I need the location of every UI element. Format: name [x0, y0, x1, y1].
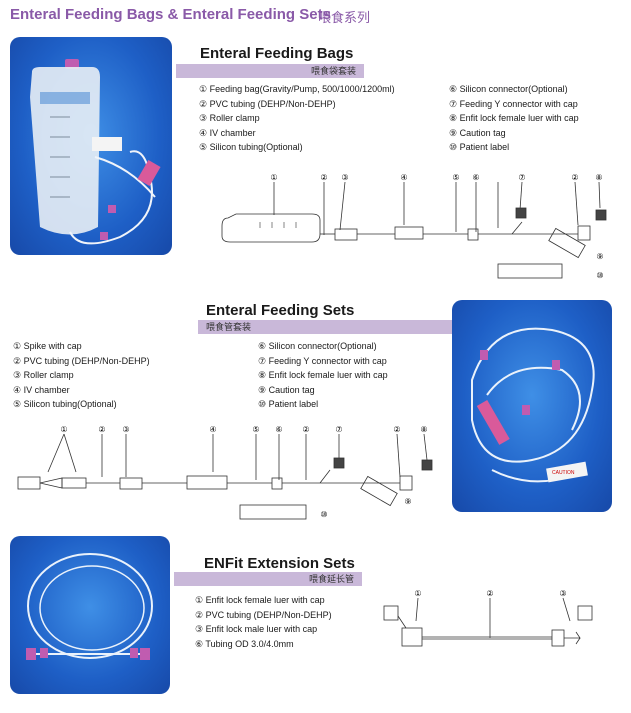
callout-number: ②	[98, 425, 105, 434]
legend-item: ⑥ Silicon connector(Optional)	[258, 341, 377, 351]
sets-legend-right: ⑥ Silicon connector(Optional) ⑦ Feeding …	[258, 339, 388, 412]
legend-item: ④ IV chamber	[199, 127, 256, 138]
legend-item: ③ Roller clamp	[13, 370, 74, 380]
callout-number: ⑤	[452, 173, 459, 182]
feeding-bag-illustration	[30, 59, 161, 245]
legend-item: ⑤ Silicon tubing(Optional)	[13, 399, 117, 409]
legend-item: ⑩ Patient label	[449, 142, 510, 152]
ext-subtitle-bar: 喂食延长管	[174, 572, 362, 586]
callout-number: ②	[571, 173, 578, 182]
legend-item: ⑥ Tubing OD 3.0/4.0mm	[195, 638, 294, 649]
callout-number: ③	[341, 173, 348, 182]
legend-item: ① Feeding bag(Gravity/Pump, 500/1000/120…	[199, 84, 395, 94]
sets-title: Enteral Feeding Sets	[206, 302, 355, 319]
feeding-bag-photo	[10, 37, 172, 255]
sets-legend-left: ① Spike with cap ② PVC tubing (DEHP/Non-…	[13, 339, 150, 412]
legend-item: ⑨ Caution tag	[449, 127, 506, 138]
legend-item: ② PVC tubing (DEHP/Non-DEHP)	[13, 355, 150, 366]
callout-number: ②	[320, 173, 327, 182]
callout-number: ①	[60, 425, 67, 434]
callout-number: ⑨	[596, 252, 603, 261]
callout-number: ⑩	[596, 271, 603, 280]
legend-item: ③ Roller clamp	[199, 113, 260, 123]
callout-number: ②	[393, 425, 400, 434]
callout-number: ④	[400, 173, 407, 182]
callout-number: ⑦	[335, 425, 342, 434]
callout-number: ②	[486, 589, 493, 598]
feeding-set-illustration: CAUTION	[471, 327, 595, 483]
legend-item: ③ Enfit lock male luer with cap	[195, 624, 318, 634]
sets-subtitle-bar: 喂食管套装	[198, 320, 464, 334]
legend-item: ② PVC tubing (DEHP/Non-DEHP)	[195, 609, 332, 620]
callout-number: ⑤	[252, 425, 259, 434]
bags-diagram: ① ② ③ ④ ⑤ ⑥ ⑦ ② ⑧ ⑨ ⑩	[221, 173, 607, 280]
callout-number: ④	[209, 425, 216, 434]
page-title-cn: 喂食系列	[318, 10, 371, 25]
bags-subtitle-bar: 喂食袋套装	[176, 64, 364, 78]
sets-diagram: ① ② ③ ④ ⑤ ⑥ ② ⑦ ② ⑧ ⑨ ⑩	[17, 425, 433, 520]
legend-item: ⑦ Feeding Y connector with cap	[449, 98, 578, 109]
legend-item: ① Enfit lock female luer with cap	[195, 595, 325, 605]
callout-number: ⑧	[595, 173, 602, 182]
extension-set-photo	[10, 536, 170, 694]
callout-number: ⑥	[472, 173, 479, 182]
legend-item: ⑧ Enfit lock female luer with cap	[449, 113, 579, 123]
legend-item: ④ IV chamber	[13, 384, 70, 395]
legend-item: ② PVC tubing (DEHP/Non-DEHP)	[199, 98, 336, 109]
callout-number: ③	[122, 425, 129, 434]
callout-number: ①	[414, 589, 421, 598]
callout-number: ⑨	[404, 497, 411, 506]
callout-number: ⑧	[420, 425, 427, 434]
legend-item: ① Spike with cap	[13, 341, 82, 351]
callout-number: ⑩	[320, 510, 327, 519]
caution-tag-text: CAUTION	[552, 470, 575, 476]
legend-item: ⑩ Patient label	[258, 399, 319, 409]
callout-number: ⑥	[275, 425, 282, 434]
ext-diagram: ① ② ③	[383, 589, 593, 647]
ext-legend: ① Enfit lock female luer with cap ② PVC …	[195, 593, 332, 651]
callout-number: ②	[302, 425, 309, 434]
bags-title: Enteral Feeding Bags	[200, 45, 354, 62]
callout-number: ⑦	[518, 173, 525, 182]
legend-item: ⑦ Feeding Y connector with cap	[258, 355, 387, 366]
callout-number: ③	[559, 589, 566, 598]
legend-item: ⑥ Silicon connector(Optional)	[449, 84, 568, 94]
extension-set-illustration	[26, 553, 153, 660]
legend-item: ⑤ Silicon tubing(Optional)	[199, 142, 303, 152]
page-title: Enteral Feeding Bags & Enteral Feeding S…	[10, 6, 331, 23]
feeding-set-photo: CAUTION	[452, 300, 612, 512]
bags-legend-left: ① Feeding bag(Gravity/Pump, 500/1000/120…	[199, 82, 395, 155]
legend-item: ⑧ Enfit lock female luer with cap	[258, 370, 388, 380]
callout-number: ①	[270, 173, 277, 182]
ext-title: ENFit Extension Sets	[204, 555, 355, 572]
legend-item: ⑨ Caution tag	[258, 384, 315, 395]
bags-legend-right: ⑥ Silicon connector(Optional) ⑦ Feeding …	[449, 82, 579, 155]
